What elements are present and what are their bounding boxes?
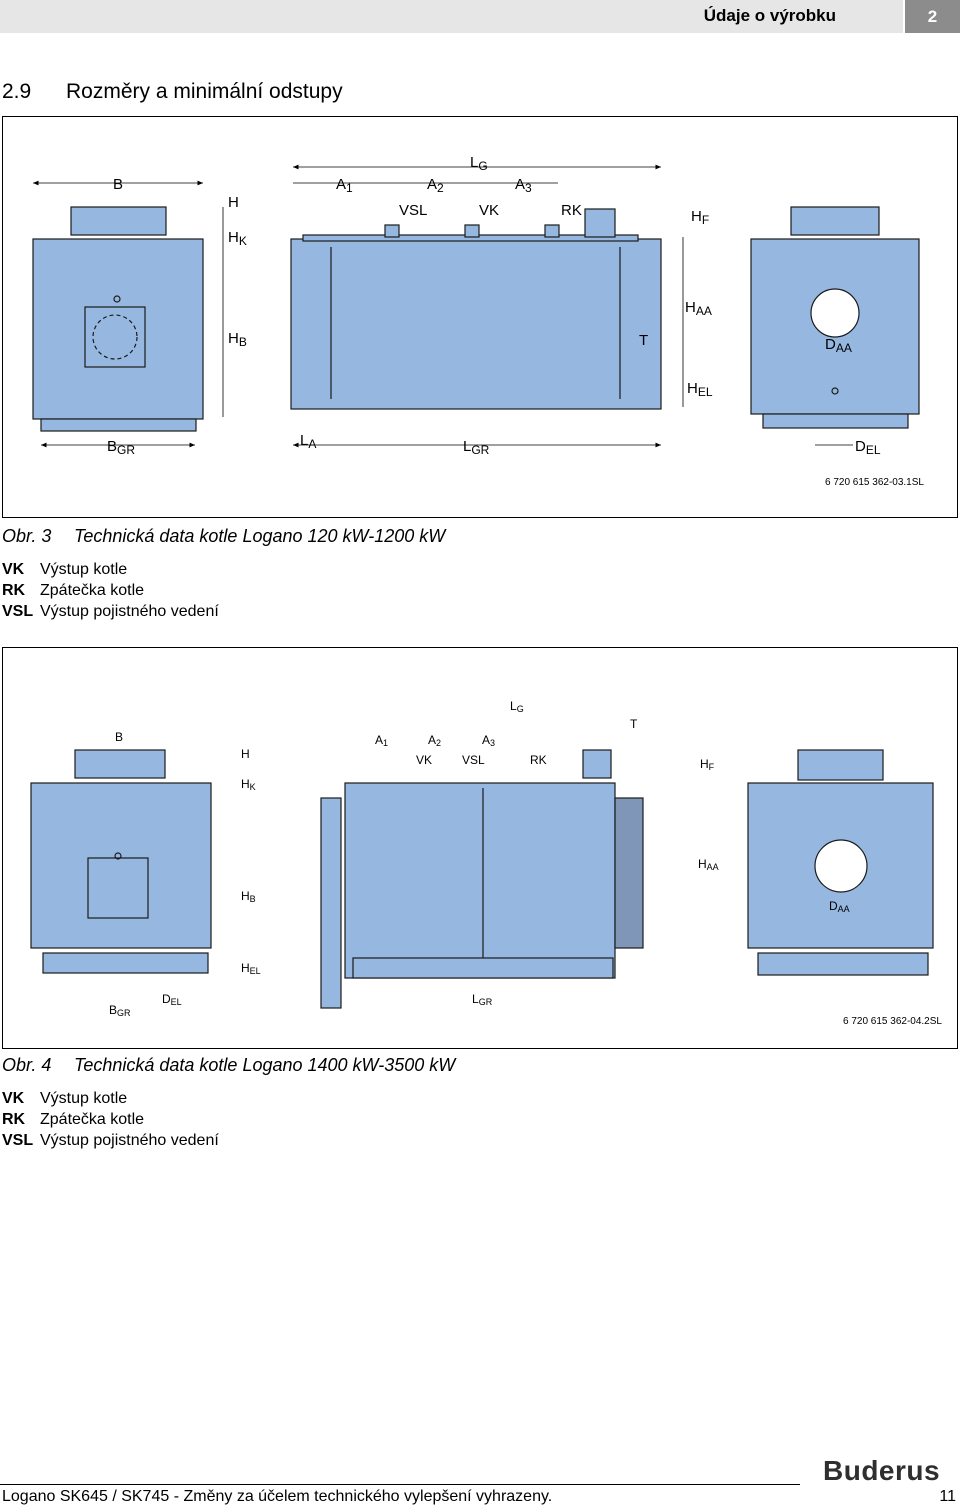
fig1-label-DAA: DAA	[825, 336, 852, 355]
fig2-label-HEL: HEL	[241, 961, 261, 976]
fig2-label-H: H	[241, 747, 250, 761]
fig1-label-B: B	[113, 176, 123, 193]
fig1-label-VK: VK	[479, 202, 499, 219]
fig2-label-T: T	[630, 717, 638, 731]
fig2-label-A3: A3	[482, 733, 495, 748]
figure-1-drawing: B H HK LG A1 A2 A3 VSL VK RK HF HAA HB T…	[32, 154, 924, 488]
section-title-text: Rozměry a minimální odstupy	[66, 80, 343, 103]
figure-2-caption-number: Obr. 4	[2, 1055, 52, 1075]
fig1-label-HB: HB	[228, 330, 247, 349]
fig1-label-HAA: HAA	[685, 299, 712, 318]
fig2-label-HAA: HAA	[698, 857, 719, 872]
fig1-label-HK: HK	[228, 229, 247, 248]
fig2-label-DAA: DAA	[829, 899, 850, 914]
chapter-number: 2	[905, 0, 960, 33]
fig2-label-RK: RK	[530, 753, 547, 767]
fig1-code: 6 720 615 362-03.1SL	[825, 477, 924, 488]
fig2-label-BGR: BGR	[109, 1003, 131, 1018]
fig1-label-H: H	[228, 194, 239, 211]
fig1-label-RK: RK	[561, 202, 582, 219]
fig2-code: 6 720 615 362-04.2SL	[843, 1016, 942, 1027]
fig1-label-VSL: VSL	[399, 202, 427, 219]
fig1-label-HF: HF	[691, 208, 709, 227]
buderus-logo: Buderus	[823, 1455, 941, 1486]
fig2-label-HF: HF	[700, 757, 715, 772]
fig2-label-HK: HK	[241, 777, 256, 792]
fig2-label-VSL: VSL	[462, 753, 485, 767]
fig1-label-A2: A2	[427, 176, 444, 195]
fig1-label-LGR: LGR	[463, 438, 490, 457]
fig1-label-A3: A3	[515, 176, 532, 195]
header-title: Údaje o výrobku	[703, 6, 836, 25]
fig2-label-A2: A2	[428, 733, 441, 748]
figure-1-caption: Obr. 3 Technická data kotle Logano 120 kW…	[2, 526, 445, 547]
fig1-label-BGR: BGR	[107, 438, 135, 457]
fig2-label-VK: VK	[416, 753, 432, 767]
fig2-label-A1: A1	[375, 733, 388, 748]
fig1-label-LA: LA	[300, 432, 316, 451]
figure-1: B H HK LG A1 A2 A3 VSL VK RK HF HAA HB T…	[2, 116, 958, 518]
fig1-label-LG: LG	[470, 154, 488, 173]
fig1-label-HEL: HEL	[687, 380, 713, 399]
fig2-label-B: B	[115, 730, 123, 744]
figure-1-caption-number: Obr. 3	[2, 526, 52, 546]
header-bar: Údaje o výrobku	[0, 0, 903, 33]
figure-2-drawing: B H HK LG T A1 A2 A3 VK VSL RK HF HAA HB…	[30, 699, 942, 1027]
fig2-label-LGR: LGR	[472, 992, 493, 1007]
fig1-label-A1: A1	[336, 176, 353, 195]
section-title: 2.9 Rozměry a minimální odstupy	[2, 80, 343, 104]
footer-divider	[0, 1484, 800, 1485]
figure-2: B H HK LG T A1 A2 A3 VK VSL RK HF HAA HB…	[2, 647, 958, 1049]
figure-2-caption: Obr. 4 Technická data kotle Logano 1400 k…	[2, 1055, 455, 1076]
figure-1-caption-text: Technická data kotle Logano 120 kW-1200 …	[74, 526, 446, 546]
footer-text: Logano SK645 / SK745 - Změny za účelem t…	[2, 1488, 553, 1505]
page-number: 11	[939, 1488, 956, 1505]
fig1-label-T: T	[639, 332, 648, 349]
fig2-label-LG: LG	[510, 699, 524, 714]
fig2-label-DEL: DEL	[162, 992, 182, 1007]
section-number: 2.9	[2, 80, 32, 103]
fig2-label-HB: HB	[241, 889, 256, 904]
fig1-label-DEL: DEL	[855, 438, 881, 457]
figure-2-caption-text: Technická data kotle Logano 1400 kW-3500…	[74, 1055, 456, 1075]
